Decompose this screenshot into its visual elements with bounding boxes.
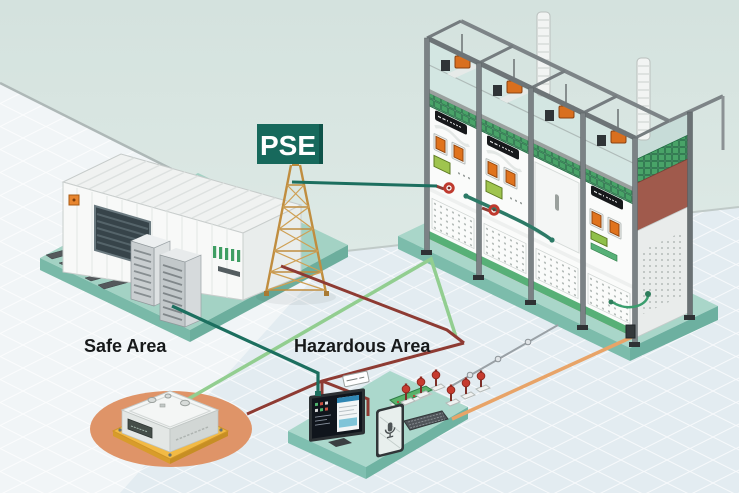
alarm-beacons	[399, 369, 492, 407]
safe-area-label: Safe Area	[84, 336, 167, 356]
dark-green-line-shelter-monitor	[171, 304, 320, 396]
cabinet-bay	[478, 114, 532, 289]
hazardous-area-label: Hazardous Area	[294, 336, 431, 356]
beacon	[399, 383, 417, 406]
flameproof-control-cabinets	[421, 11, 725, 347]
beacon	[414, 376, 432, 399]
red-line-tower	[280, 264, 465, 345]
cable-connector	[524, 338, 532, 346]
junction-box	[111, 390, 230, 464]
cabinet-frame	[421, 19, 725, 347]
microphone-icon	[384, 422, 396, 439]
shelter-vents	[213, 246, 241, 277]
device-display	[127, 418, 153, 439]
pse-sign: PSE	[257, 124, 323, 164]
hmi-tablet	[376, 403, 404, 458]
signal-lines	[156, 180, 636, 421]
industrial-keyboard	[403, 410, 449, 431]
red-valves	[435, 182, 500, 216]
dark-green-line-tower-cabinet	[291, 180, 438, 188]
sign-text: PSE	[260, 130, 316, 161]
cable-tag	[342, 370, 370, 388]
sign-board	[257, 124, 323, 164]
beacon	[474, 370, 492, 393]
cabinet-bay	[582, 164, 636, 339]
red-drop-platform	[321, 379, 370, 416]
beacon	[444, 384, 462, 407]
cabinet-bay	[530, 139, 584, 314]
cable-connector	[494, 355, 502, 363]
beacon	[459, 377, 477, 400]
exhaust-stacks	[536, 11, 651, 141]
beacon	[429, 369, 447, 392]
cabinet-bay	[426, 89, 480, 264]
orange-line	[451, 335, 633, 421]
cable-terminal-post	[625, 324, 636, 339]
alarm-box	[68, 194, 80, 206]
radio-tower	[256, 160, 336, 305]
process-pipes	[463, 193, 651, 309]
cable-connector	[466, 371, 474, 379]
roof-slats	[75, 157, 289, 230]
operator-monitor	[309, 388, 365, 447]
light-green-line	[156, 256, 458, 419]
